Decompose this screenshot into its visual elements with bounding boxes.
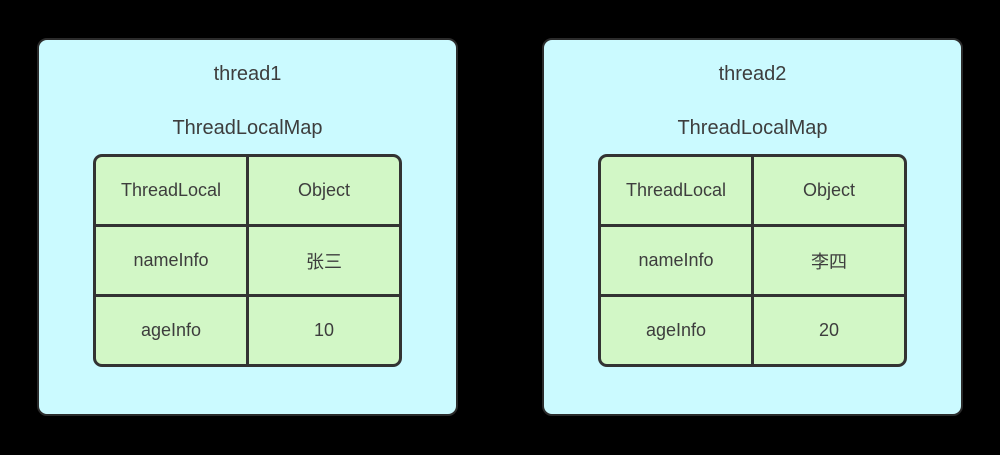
table-header-cell: Object	[249, 157, 399, 224]
threadlocalmap-label: ThreadLocalMap	[172, 117, 323, 139]
table-cell: 张三	[249, 227, 399, 294]
table-header-cell: ThreadLocal	[601, 157, 751, 224]
thread1-panel: thread1 ThreadLocalMap ThreadLocal Objec…	[37, 38, 458, 416]
table-cell: ageInfo	[601, 297, 751, 364]
threadlocalmap-table: ThreadLocal Object nameInfo 李四 ageInfo 2…	[598, 154, 907, 367]
thread2-panel: thread2 ThreadLocalMap ThreadLocal Objec…	[542, 38, 963, 416]
table-cell: ageInfo	[96, 297, 246, 364]
threadlocalmap-table: ThreadLocal Object nameInfo 张三 ageInfo 1…	[93, 154, 402, 367]
thread-title: thread2	[718, 63, 787, 85]
threadlocalmap-label: ThreadLocalMap	[677, 117, 828, 139]
table-cell: 李四	[754, 227, 904, 294]
thread-title: thread1	[213, 63, 282, 85]
table-header-cell: ThreadLocal	[96, 157, 246, 224]
table-cell: 20	[754, 297, 904, 364]
table-cell: nameInfo	[96, 227, 246, 294]
table-cell: nameInfo	[601, 227, 751, 294]
table-header-cell: Object	[754, 157, 904, 224]
table-cell: 10	[249, 297, 399, 364]
